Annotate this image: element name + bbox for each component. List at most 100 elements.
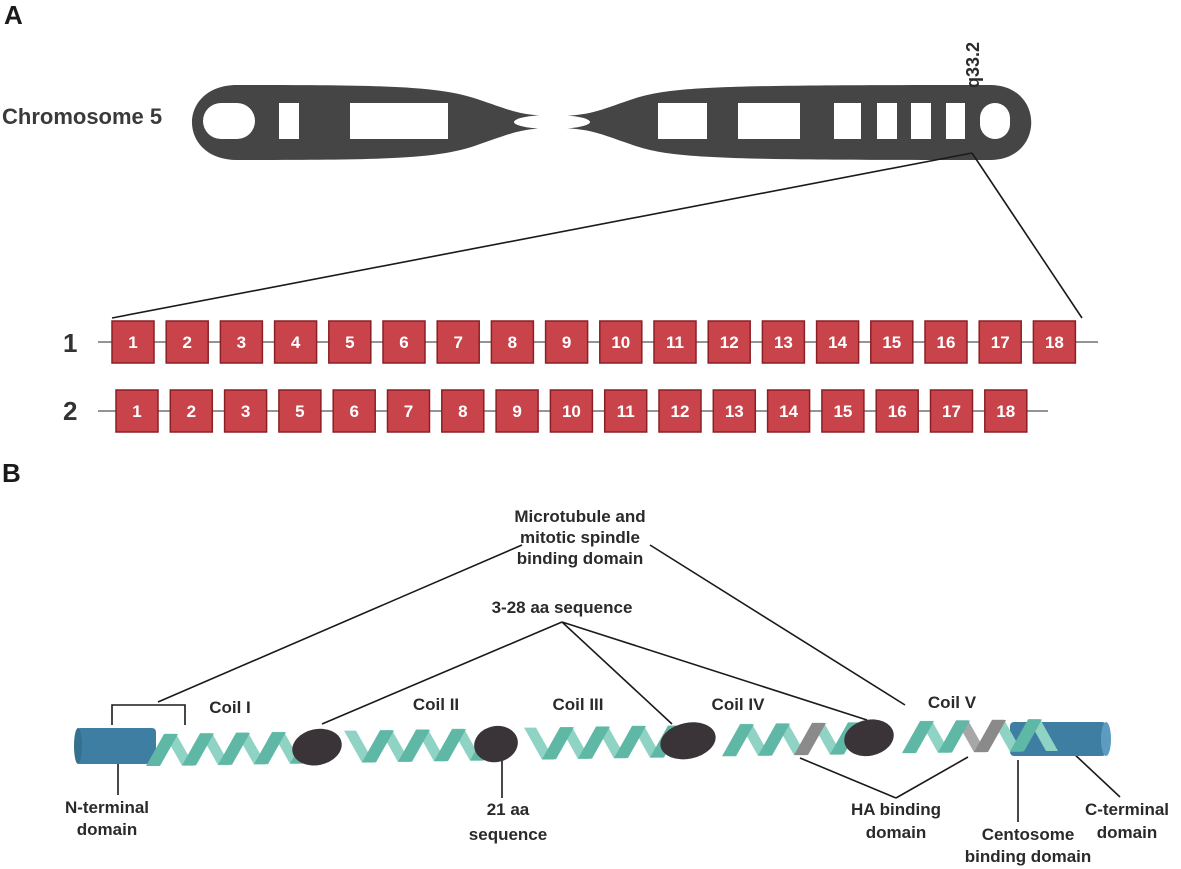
coil-3-label: Coil III xyxy=(553,695,604,714)
exon-number: 3 xyxy=(241,402,250,421)
chromosome-band xyxy=(658,103,707,139)
helix-front-strand xyxy=(434,729,466,762)
exon-box: 13 xyxy=(761,320,806,364)
exon-box: 5 xyxy=(328,320,372,364)
exon-box: 15 xyxy=(821,389,865,433)
exon-number: 7 xyxy=(453,333,462,352)
n-terminal-rod xyxy=(76,728,156,764)
aa-21-label-2: sequence xyxy=(469,825,547,844)
exon-box: 1 xyxy=(111,320,155,364)
chromosome-band xyxy=(946,103,965,139)
exon-number: 17 xyxy=(991,333,1010,352)
helix-front-strand xyxy=(578,726,610,759)
coil-1-label: Coil I xyxy=(209,698,251,717)
exon-box: 3 xyxy=(219,320,264,364)
exon-number: 13 xyxy=(725,402,744,421)
exon-number: 2 xyxy=(182,333,191,352)
exon-number: 12 xyxy=(720,333,739,352)
chromosome-band xyxy=(980,103,1010,139)
exon-number: 7 xyxy=(404,402,413,421)
exon-box: 18 xyxy=(1032,320,1077,364)
panel-a-letter: A xyxy=(4,0,23,30)
exon-box: 11 xyxy=(603,389,648,433)
n-terminal-label-1: N-terminal xyxy=(65,798,149,817)
exon-box: 18 xyxy=(984,389,1028,433)
linker-segment xyxy=(292,728,342,766)
exon-number: 1 xyxy=(132,402,141,421)
exon-number: 5 xyxy=(295,402,304,421)
chromosome-5 xyxy=(192,85,1032,160)
exon-number: 1 xyxy=(128,333,137,352)
microtubule-label-2: mitotic spindle xyxy=(520,528,640,547)
coil-2-label: Coil II xyxy=(413,695,459,714)
panel-b-letter: B xyxy=(2,458,21,488)
exon-box: 2 xyxy=(169,389,214,433)
coil-4-label: Coil IV xyxy=(712,695,766,714)
chromosome-band xyxy=(834,103,861,139)
exon-box: 14 xyxy=(815,320,860,364)
exon-number: 5 xyxy=(345,333,354,352)
exon-number: 13 xyxy=(774,333,793,352)
exon-number: 6 xyxy=(399,333,408,352)
exon-box: 12 xyxy=(658,389,702,433)
chromosome-band xyxy=(877,103,897,139)
microtubule-label-3: binding domain xyxy=(517,549,644,568)
helix-front-strand xyxy=(758,723,790,756)
exon-box: 7 xyxy=(436,320,480,364)
exon-box: 7 xyxy=(386,389,431,433)
c-terminal-label-1: C-terminal xyxy=(1085,800,1169,819)
exon-box: 11 xyxy=(653,320,697,364)
exon-number: 14 xyxy=(828,333,847,352)
exon-number: 16 xyxy=(937,333,956,352)
helix-front-strand xyxy=(542,727,574,760)
exon-number: 15 xyxy=(882,333,901,352)
exon-number: 4 xyxy=(291,333,301,352)
linker-segment xyxy=(474,725,518,763)
exon-number: 17 xyxy=(942,402,961,421)
helix-front-strand xyxy=(218,732,250,765)
chromosome-band xyxy=(203,103,255,139)
exon-number: 8 xyxy=(508,333,517,352)
exon-number: 10 xyxy=(562,402,581,421)
helix-front-strand xyxy=(974,719,1006,752)
chromosome-band xyxy=(911,103,931,139)
exon-number: 16 xyxy=(888,402,907,421)
exon-box: 17 xyxy=(929,389,974,433)
centrosome-label-2: binding domain xyxy=(965,847,1092,866)
helix-front-strand xyxy=(254,732,286,765)
exon-box: 16 xyxy=(875,389,919,433)
helix-front-strand xyxy=(938,720,970,753)
exon-box: 1 xyxy=(115,389,159,433)
helix-front-strand xyxy=(902,721,934,754)
zoom-line-right xyxy=(971,152,1083,319)
exon-box: 9 xyxy=(544,320,589,364)
microtubule-label-1: Microtubule and xyxy=(514,507,645,526)
helix-front-strand xyxy=(398,729,430,762)
exon-number: 11 xyxy=(617,402,635,421)
exon-box: 10 xyxy=(549,389,594,433)
exon-number: 9 xyxy=(562,333,571,352)
exon-box: 4 xyxy=(273,320,318,364)
chromosome-band xyxy=(738,103,800,139)
coil-5-label: Coil V xyxy=(928,693,977,712)
c-terminal-label-2: domain xyxy=(1097,823,1157,842)
chromosome-body xyxy=(192,85,1032,160)
helix-front-strand xyxy=(1010,719,1042,752)
exon-box: 9 xyxy=(495,389,539,433)
exon-number: 10 xyxy=(611,333,630,352)
protein-structure xyxy=(74,719,1111,766)
exon-box: 14 xyxy=(766,389,811,433)
exon-box: 6 xyxy=(332,389,376,433)
exon-box: 12 xyxy=(707,320,751,364)
aa-21-label-1: 21 aa xyxy=(487,800,530,819)
helix-front-strand xyxy=(146,734,178,766)
exon-box: 13 xyxy=(712,389,757,433)
exon-box: 15 xyxy=(870,320,914,364)
transcript-1-label: 1 xyxy=(63,328,77,358)
exon-box: 3 xyxy=(223,389,268,433)
helix-front-strand xyxy=(722,724,754,757)
zoom-line-left xyxy=(111,152,973,319)
